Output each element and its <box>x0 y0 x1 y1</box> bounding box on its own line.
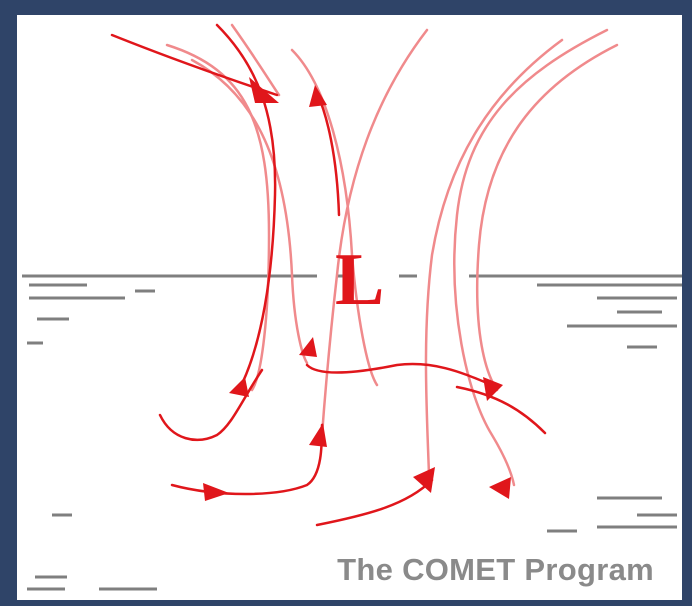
surface-lines <box>22 274 682 591</box>
streamline <box>215 23 277 392</box>
upper-streamline <box>230 23 281 97</box>
arrow-head <box>483 377 503 401</box>
arrow-head <box>489 477 511 499</box>
arrow-head <box>249 77 279 103</box>
arrow-head <box>299 337 317 357</box>
arrow-head <box>229 377 249 397</box>
arrow-head <box>413 467 435 493</box>
converging-streamline <box>305 362 499 389</box>
outflow-streamline <box>455 385 547 435</box>
arrow-head <box>309 423 327 447</box>
upper-streamline <box>424 38 564 477</box>
upper-streamline <box>475 43 619 392</box>
inflow-streamline <box>158 368 264 442</box>
upper-streamline <box>290 48 379 387</box>
inflow-streamline <box>170 423 324 496</box>
low-pressure-label: L <box>335 239 385 321</box>
flow-arrows <box>203 77 511 501</box>
upper-streamline <box>165 43 271 392</box>
arrow-head <box>203 483 229 501</box>
upper-streamline <box>320 28 429 437</box>
credit-text: The COMET Program <box>337 552 654 587</box>
inflow-streamline <box>315 478 434 527</box>
arrow-head <box>309 85 327 107</box>
surface-flow-lines <box>110 23 547 527</box>
upper-flow-lines <box>165 23 619 487</box>
diagram-panel: L The COMET Program <box>17 15 682 600</box>
upper-streamline <box>453 28 609 487</box>
upper-streamline <box>190 58 309 365</box>
airflow-diagram <box>22 23 682 591</box>
